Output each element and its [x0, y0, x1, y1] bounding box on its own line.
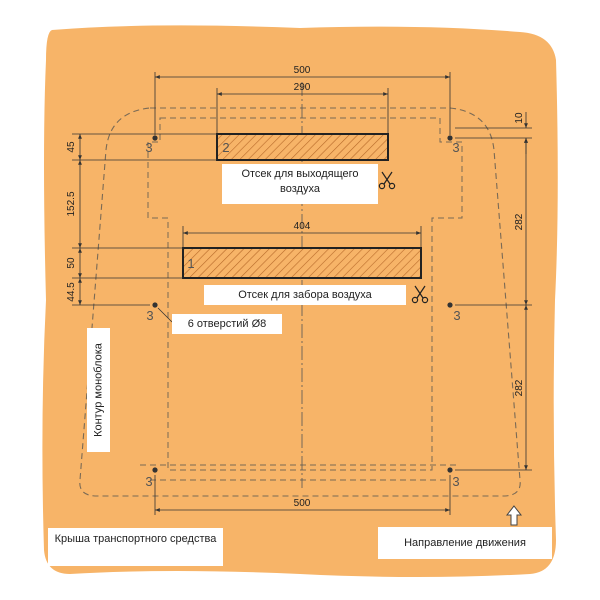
hole-marker-ml: 3 — [146, 308, 153, 323]
intake-cutout — [182, 247, 422, 279]
dim-width-bottom-text: 500 — [294, 498, 311, 509]
dim-right-mid-text: 282 — [514, 213, 525, 230]
dim-exhaust-width — [216, 88, 389, 134]
hole-marker-mr: 3 — [453, 308, 460, 323]
exhaust-marker: 2 — [222, 140, 229, 155]
hole-marker-tr: 3 — [452, 140, 459, 155]
dim-width-top — [154, 72, 451, 135]
hole-mid-left — [152, 302, 158, 308]
direction-label: Направление движения — [378, 527, 552, 559]
monoblock-outline-text: Контур моноблока — [92, 343, 104, 437]
monoblock-outline-label: Контур моноблока — [87, 328, 110, 452]
hole-top-right — [447, 135, 453, 141]
monoblock-outline — [79, 107, 521, 497]
hole-top-left — [152, 135, 158, 141]
dim-left — [72, 133, 217, 306]
hole-bottom-right — [447, 467, 453, 473]
holes-leader — [157, 307, 173, 323]
dim-left-45-text: 45 — [66, 141, 77, 153]
exhaust-cutout — [216, 133, 389, 161]
hole-marker-bl: 3 — [145, 474, 152, 489]
dim-left-50-text: 50 — [66, 257, 77, 269]
dim-right-top-text: 10 — [514, 112, 525, 124]
inner-dashed-outline — [147, 117, 463, 471]
dim-right-bottom-text: 282 — [514, 379, 525, 396]
dim-width-top-text: 500 — [294, 65, 311, 76]
hole-marker-tl: 3 — [145, 140, 152, 155]
dim-left-152-text: 152.5 — [66, 191, 77, 216]
inner-dashed-lower — [140, 464, 460, 481]
holes-label: 6 отверстий Ø8 — [172, 314, 282, 334]
dim-intake-width-text: 404 — [294, 221, 311, 232]
dim-width-bottom — [154, 475, 451, 515]
dim-intake-width — [182, 226, 422, 248]
arrow-up-icon — [505, 505, 523, 526]
dim-right — [455, 112, 532, 471]
scissors-icon — [411, 285, 429, 304]
dim-left-44-text: 44.5 — [66, 282, 77, 302]
exhaust-compartment-label: Отсек для выходящего воздуха — [222, 164, 378, 204]
vehicle-roof-label: Крыша транспортного средства — [48, 528, 223, 566]
hole-marker-br: 3 — [452, 474, 459, 489]
intake-compartment-label: Отсек для забора воздуха — [204, 285, 406, 305]
scissors-icon — [378, 171, 396, 190]
mounting-holes — [152, 135, 453, 473]
dim-exhaust-width-text: 290 — [294, 82, 311, 93]
hole-bottom-left — [152, 467, 158, 473]
intake-marker: 1 — [187, 256, 194, 271]
hole-mid-right — [447, 302, 453, 308]
